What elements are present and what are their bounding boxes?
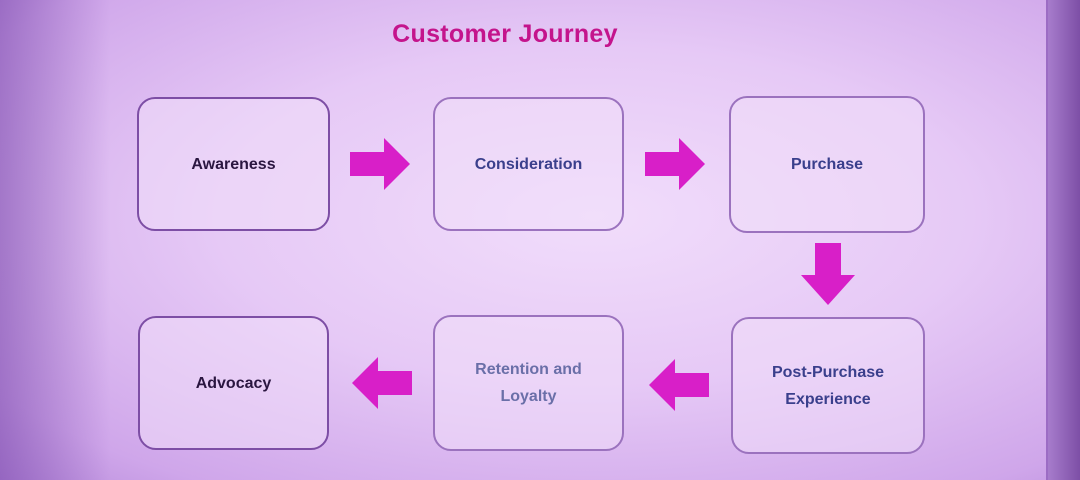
stage-advocacy-label: Advocacy (195, 374, 272, 392)
stage-consideration-label: Consideration (474, 155, 583, 173)
stage-retention-and-loyalty: Retention and Loyalty (433, 315, 624, 451)
stage-post-purchase-label: Post-Purchase Experience (771, 363, 885, 408)
arrow-right-icon (350, 138, 410, 190)
arrow-left-icon (352, 357, 412, 409)
stage-post-purchase-experience: Post-Purchase Experience (731, 317, 925, 454)
stage-awareness-label: Awareness (191, 155, 276, 173)
stage-advocacy: Advocacy (138, 316, 329, 450)
screen-frame-edge (1046, 0, 1080, 480)
diagram-title: Customer Journey (392, 20, 618, 48)
stage-purchase: Purchase (729, 96, 925, 233)
stage-purchase-label: Purchase (790, 156, 864, 173)
arrow-right-icon (645, 138, 705, 190)
arrow-left-icon (649, 359, 709, 411)
stage-consideration: Consideration (433, 97, 624, 231)
stage-retention-label: Retention and Loyalty (475, 361, 582, 405)
stage-awareness: Awareness (137, 97, 330, 231)
left-edge-shadow (0, 0, 110, 480)
arrow-down-icon (801, 243, 855, 305)
